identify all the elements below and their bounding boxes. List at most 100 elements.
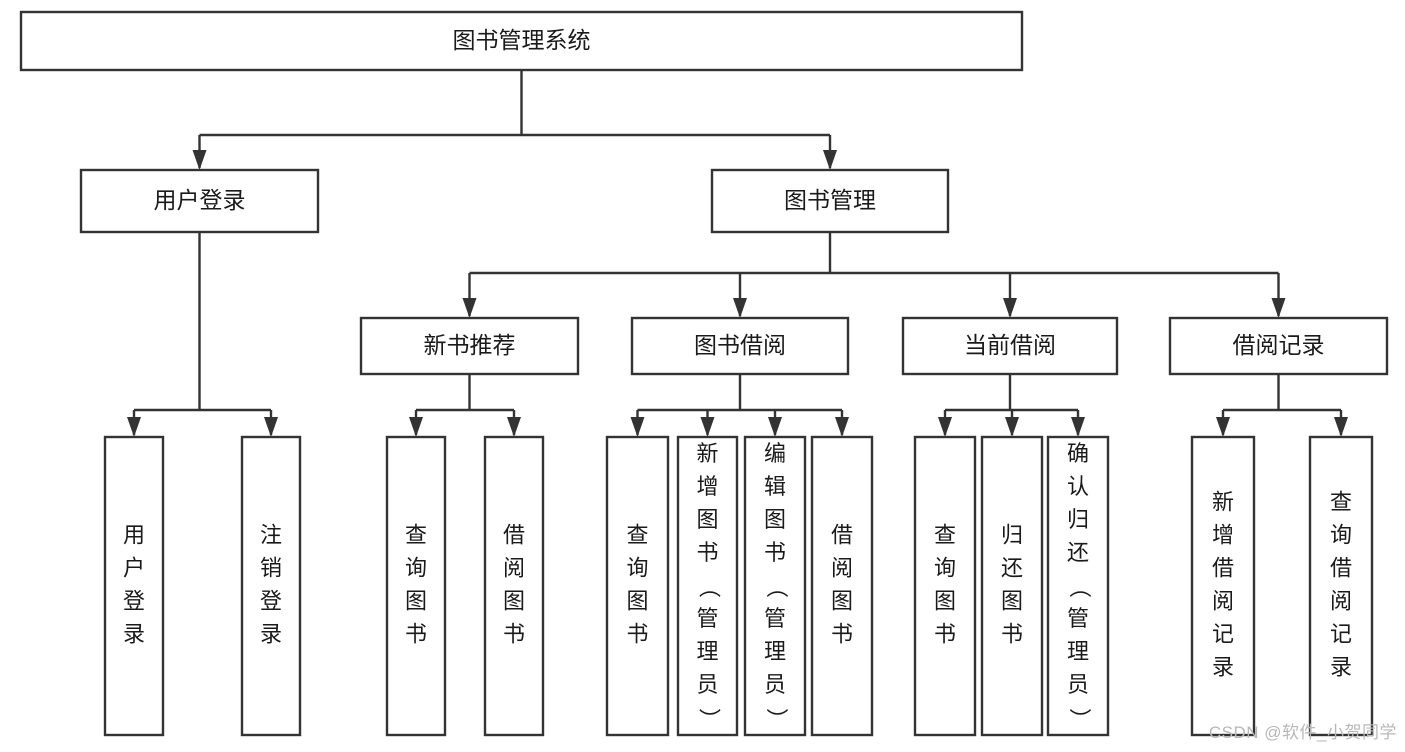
node-book-manage-box[interactable] (710, 168, 950, 234)
svg-text:登: 登 (260, 588, 282, 613)
nodes-layer: 图书管理系统用户登录图书管理新书推荐图书借阅当前借阅借阅记录用户登录注销登录查询… (19, 10, 1389, 737)
node-leaf-borrow-book-2-box[interactable] (810, 435, 874, 737)
node-leaf-query-record-box[interactable] (1308, 435, 1374, 737)
svg-text:查: 查 (405, 522, 427, 547)
arrow-head-icon (1216, 417, 1230, 437)
svg-text:（: （ (1067, 576, 1092, 598)
svg-text:阅: 阅 (1212, 588, 1234, 613)
svg-text:图: 图 (1001, 588, 1023, 613)
arrow-head-icon (127, 417, 141, 437)
node-user-login-box[interactable] (79, 168, 320, 234)
svg-text:书: 书 (1001, 621, 1023, 646)
svg-text:图: 图 (503, 588, 525, 613)
arrow-head-icon (462, 298, 477, 318)
node-leaf-add-record-box[interactable] (1190, 435, 1256, 737)
svg-text:借: 借 (1212, 555, 1234, 580)
svg-text:询: 询 (934, 555, 956, 580)
svg-text:户: 户 (123, 555, 145, 580)
svg-text:（: （ (697, 576, 722, 598)
node-book-manage-label: 图书管理 (784, 187, 876, 213)
svg-text:管: 管 (1067, 606, 1089, 631)
node-leaf-edit-book-box[interactable] (743, 435, 807, 737)
arrow-head-icon (264, 417, 278, 437)
svg-text:登: 登 (123, 588, 145, 613)
node-leaf-add-book-box[interactable] (676, 435, 739, 737)
svg-text:图: 图 (831, 588, 853, 613)
svg-text:还: 还 (1067, 540, 1089, 565)
connectors-layer (127, 70, 1348, 437)
node-leaf-return-book-box[interactable] (980, 435, 1044, 737)
node-root-label: 图书管理系统 (453, 27, 591, 53)
svg-text:询: 询 (1330, 522, 1352, 547)
arrow-head-icon (733, 298, 747, 318)
svg-text:员: 员 (764, 672, 786, 697)
node-current-borrow-box[interactable] (901, 316, 1119, 376)
svg-text:录: 录 (1212, 654, 1234, 679)
svg-text:注: 注 (260, 522, 282, 547)
svg-text:图: 图 (626, 588, 648, 613)
svg-text:阅: 阅 (831, 555, 853, 580)
node-leaf-confirm-return-box[interactable] (1046, 435, 1110, 737)
node-book-borrow-box[interactable] (630, 316, 850, 376)
svg-text:归: 归 (1067, 507, 1089, 532)
svg-text:用: 用 (123, 522, 145, 547)
svg-text:认: 认 (1067, 474, 1089, 499)
node-leaf-user-logout-box[interactable] (240, 435, 302, 737)
node-leaf-query-book-3-box[interactable] (913, 435, 977, 737)
node-leaf-query-book-1-box[interactable] (385, 435, 447, 737)
arrow-head-icon (700, 417, 715, 437)
arrow-head-icon (507, 417, 521, 437)
arrow-head-icon (768, 417, 782, 437)
svg-text:）: ） (1067, 708, 1092, 730)
svg-text:理: 理 (1067, 639, 1089, 664)
node-root-box[interactable] (19, 10, 1024, 72)
svg-text:书: 书 (831, 621, 853, 646)
svg-text:书: 书 (503, 621, 525, 646)
svg-text:图: 图 (696, 507, 718, 532)
svg-text:书: 书 (696, 540, 718, 565)
svg-text:增: 增 (696, 474, 718, 499)
svg-text:归: 归 (1001, 522, 1023, 547)
svg-text:查: 查 (934, 522, 956, 547)
node-user-login-label: 用户登录 (154, 187, 246, 213)
arrow-head-icon (1271, 298, 1286, 318)
svg-text:辑: 辑 (764, 474, 786, 499)
node-leaf-borrow-book-1-box[interactable] (483, 435, 545, 737)
svg-text:书: 书 (934, 621, 956, 646)
svg-text:新: 新 (696, 441, 718, 466)
arrow-head-icon (1005, 417, 1019, 437)
svg-text:销: 销 (260, 555, 282, 580)
node-new-book-rec-box[interactable] (359, 316, 580, 376)
arrow-head-icon (192, 150, 207, 170)
node-new-book-rec-label: 新书推荐 (424, 332, 516, 358)
svg-text:新: 新 (1212, 489, 1234, 514)
svg-text:询: 询 (626, 555, 648, 580)
svg-text:理: 理 (764, 639, 786, 664)
arrow-head-icon (1003, 298, 1017, 318)
node-leaf-user-login-box[interactable] (103, 435, 165, 737)
arrow-head-icon (938, 417, 952, 437)
arrow-head-icon (409, 417, 423, 437)
svg-text:管: 管 (764, 606, 786, 631)
svg-text:借: 借 (831, 522, 853, 547)
svg-text:编: 编 (764, 441, 786, 466)
svg-text:记: 记 (1330, 621, 1352, 646)
node-borrow-record-label: 借阅记录 (1233, 332, 1325, 358)
svg-text:阅: 阅 (1330, 588, 1352, 613)
node-borrow-record-box[interactable] (1168, 316, 1389, 376)
svg-text:书: 书 (405, 621, 427, 646)
node-leaf-user-login-label: 用户登录 (123, 522, 145, 646)
svg-text:）: ） (697, 708, 722, 730)
node-leaf-query-book-2-box[interactable] (605, 435, 670, 737)
